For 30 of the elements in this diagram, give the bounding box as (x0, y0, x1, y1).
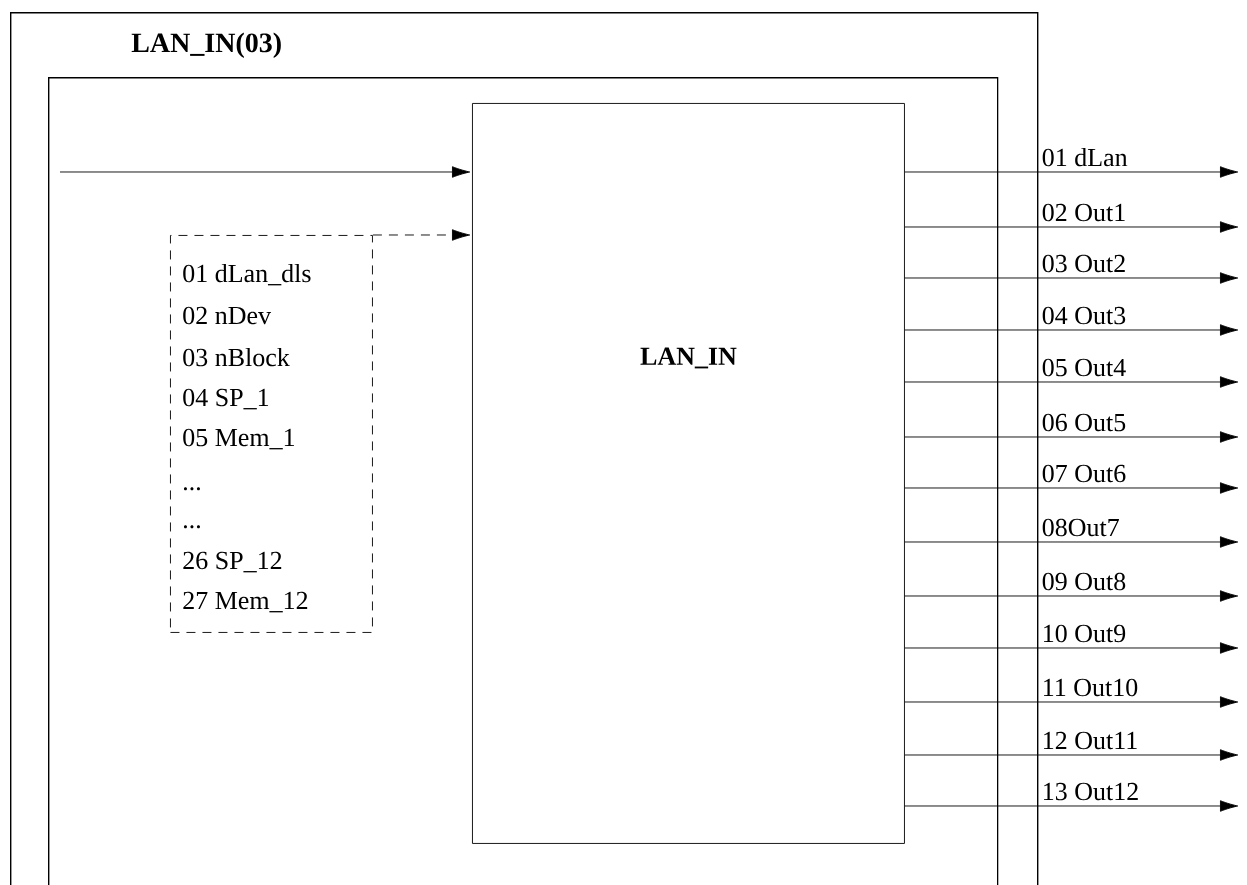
edge-label: 01 dLan (1040, 146, 1130, 168)
arrow (904, 431, 1239, 443)
edge-label: 05 Out4 (1040, 357, 1128, 378)
arrow (904, 642, 1239, 654)
edge-label: 06 Out5 (1040, 412, 1128, 433)
edge-label: 11 Out10 (1040, 677, 1140, 698)
edge-label: 04 Out3 (1040, 305, 1128, 326)
edge-label: 07 Out6 (1040, 463, 1128, 484)
arrow (372, 229, 471, 241)
edge-label: 02 Out1 (1040, 202, 1128, 223)
arrow (904, 536, 1239, 548)
arrow (904, 272, 1239, 284)
arrow (59, 166, 471, 178)
arrow (904, 749, 1239, 761)
arrow (904, 482, 1239, 494)
edge-label: 09 Out8 (1040, 571, 1128, 592)
arrow (904, 800, 1239, 812)
edge-label: 03 Out2 (1040, 253, 1128, 274)
edge-label: 08Out7 (1040, 517, 1122, 538)
edge-label: 13 Out12 (1040, 781, 1141, 802)
arrow (904, 221, 1239, 233)
arrow (904, 324, 1239, 336)
edge-label: 10 Out9 (1040, 623, 1128, 644)
arrow (904, 166, 1239, 178)
block-box: LAN_IN (472, 103, 905, 844)
arrow (904, 376, 1239, 388)
edge-label: 12 Out11 (1040, 730, 1140, 751)
dashed-list-box: 01 dLan_dls 02 nDev 03 nBlock 04 SP_1 05 Mem_1 ... ... 26 SP_12 27 Mem_12 (170, 235, 373, 633)
arrow (904, 590, 1239, 602)
arrow (904, 696, 1239, 708)
